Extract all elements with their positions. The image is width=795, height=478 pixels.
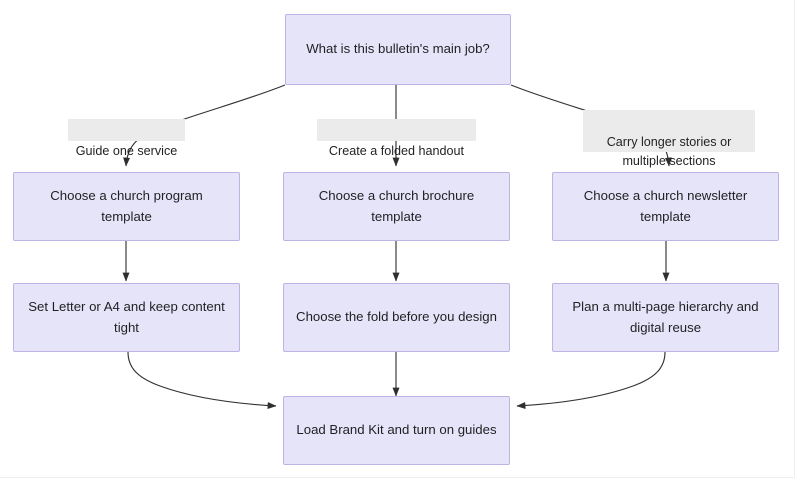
- edge-label-guide-text: Guide one service: [75, 143, 178, 158]
- node-choose-program-template[interactable]: Choose a church program template: [13, 172, 240, 241]
- edge-label-guide-one-service: Guide one service: [68, 119, 185, 158]
- node-program-label: Choose a church program template: [50, 188, 203, 224]
- node-load-brand-kit[interactable]: Load Brand Kit and turn on guides: [283, 396, 510, 465]
- edge-letter-to-brandkit: [127, 351, 277, 410]
- node-root[interactable]: What is this bulletin's main job?: [285, 14, 511, 85]
- node-brandkit-label: Load Brand Kit and turn on guides: [296, 422, 497, 438]
- edge-label-folded-text: Create a folded handout: [328, 143, 465, 158]
- node-choose-newsletter-template[interactable]: Choose a church newsletter template: [552, 172, 779, 241]
- node-choose-brochure-template[interactable]: Choose a church brochure template: [283, 172, 510, 241]
- edge-hierarchy-to-brandkit: [516, 351, 666, 410]
- node-newsletter-label: Choose a church newsletter template: [583, 188, 748, 224]
- edge-label-create-folded-handout: Create a folded handout: [317, 119, 476, 158]
- node-root-label: What is this bulletin's main job?: [306, 41, 490, 57]
- node-brochure-label: Choose a church brochure template: [318, 188, 475, 224]
- node-choose-the-fold[interactable]: Choose the fold before you design: [283, 283, 510, 352]
- node-set-letter-or-a4[interactable]: Set Letter or A4 and keep content tight: [13, 283, 240, 352]
- edge-label-carry-text: Carry longer stories or multiple section…: [606, 134, 732, 169]
- node-hierarchy-label: Plan a multi-page hierarchy and digital …: [572, 299, 759, 335]
- edge-label-carry-longer-stories: Carry longer stories or multiple section…: [583, 110, 755, 168]
- node-fold-label: Choose the fold before you design: [296, 309, 497, 325]
- node-plan-multi-page-hierarchy[interactable]: Plan a multi-page hierarchy and digital …: [552, 283, 779, 352]
- node-letter-label: Set Letter or A4 and keep content tight: [28, 299, 225, 335]
